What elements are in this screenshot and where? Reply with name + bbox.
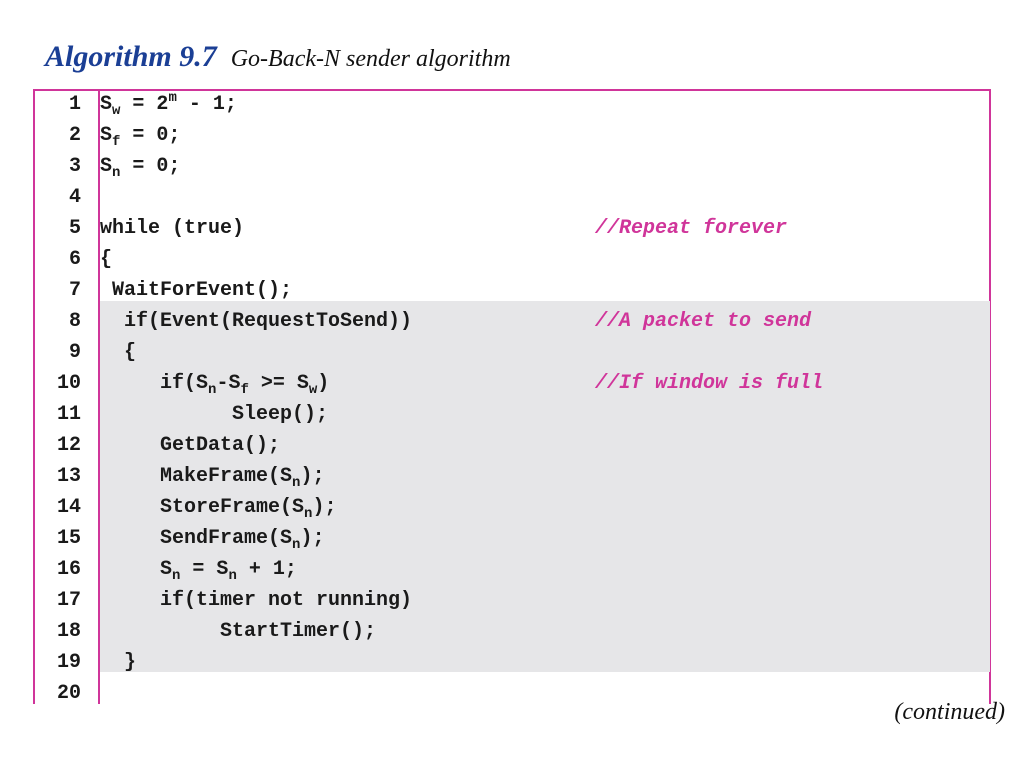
code-line: 7 WaitForEvent(); bbox=[35, 275, 990, 306]
line-number: 9 bbox=[68, 341, 81, 364]
code-line: 16 Sn = Sn + 1; bbox=[35, 554, 990, 585]
line-number: 6 bbox=[68, 248, 81, 271]
code-line: 4 bbox=[35, 182, 990, 213]
code-text: if(Event(RequestToSend)) bbox=[100, 310, 413, 333]
code-line: 17 if(timer not running) bbox=[35, 585, 990, 616]
code-line: 6{ bbox=[35, 244, 990, 275]
code-text: SendFrame(Sn); bbox=[100, 527, 325, 553]
line-number: 3 bbox=[68, 155, 81, 178]
code-text: { bbox=[100, 341, 137, 364]
line-number: 16 bbox=[56, 558, 81, 581]
line-number: 10 bbox=[56, 372, 81, 395]
line-number: 14 bbox=[56, 496, 81, 519]
line-number: 1 bbox=[68, 93, 81, 116]
algorithm-number: Algorithm 9.7 bbox=[45, 40, 217, 73]
code-text: if(timer not running) bbox=[100, 589, 413, 612]
code-text: if(Sn-Sf >= Sw) bbox=[100, 372, 330, 398]
code-text: GetData(); bbox=[100, 434, 281, 457]
code-text: StoreFrame(Sn); bbox=[100, 496, 337, 522]
line-number: 5 bbox=[68, 217, 81, 240]
code-comment: //If window is full bbox=[595, 372, 824, 395]
line-number: 4 bbox=[68, 186, 81, 209]
line-number: 8 bbox=[68, 310, 81, 333]
line-number: 18 bbox=[56, 620, 81, 643]
code-line: 9 { bbox=[35, 337, 990, 368]
line-number: 17 bbox=[56, 589, 81, 612]
code-line: 3 Sn = 0; bbox=[35, 151, 990, 182]
code-text: StartTimer(); bbox=[100, 620, 377, 643]
code-text: Sleep(); bbox=[100, 403, 329, 426]
line-number: 12 bbox=[56, 434, 81, 457]
code-line: 1 Sw = 2m - 1; bbox=[35, 89, 990, 120]
code-line: 11 Sleep(); bbox=[35, 399, 990, 430]
code-line: 5 while (true) //Repeat forever bbox=[35, 213, 990, 244]
algorithm-caption: Algorithm 9.7 Go-Back-N sender algorithm bbox=[45, 40, 511, 80]
code-text: } bbox=[100, 651, 137, 674]
line-number: 15 bbox=[56, 527, 81, 550]
code-text: Sw = 2m - 1; bbox=[100, 90, 237, 119]
code-text: Sn = Sn + 1; bbox=[100, 558, 297, 584]
code-line: 8 if(Event(RequestToSend)) //A packet to … bbox=[35, 306, 990, 337]
code-text: WaitForEvent(); bbox=[100, 279, 293, 302]
code-text: Sn = 0; bbox=[100, 155, 181, 181]
code-line: 20 bbox=[35, 678, 990, 709]
code-line: 10 if(Sn-Sf >= Sw) //If window is full bbox=[35, 368, 990, 399]
code-text: { bbox=[100, 248, 113, 271]
line-number: 2 bbox=[68, 124, 81, 147]
line-number: 7 bbox=[68, 279, 81, 302]
continued-note: (continued) bbox=[894, 699, 1005, 725]
highlighted-block bbox=[100, 301, 990, 672]
code-text: MakeFrame(Sn); bbox=[100, 465, 325, 491]
code-line: 19 } bbox=[35, 647, 990, 678]
code-line: 13 MakeFrame(Sn); bbox=[35, 461, 990, 492]
line-number: 20 bbox=[56, 682, 81, 705]
code-line: 12 GetData(); bbox=[35, 430, 990, 461]
code-comment: //Repeat forever bbox=[595, 217, 788, 240]
code-comment: //A packet to send bbox=[595, 310, 812, 333]
code-line: 18 StartTimer(); bbox=[35, 616, 990, 647]
line-number-divider bbox=[98, 89, 100, 704]
line-number: 11 bbox=[56, 403, 81, 426]
code-line: 15 SendFrame(Sn); bbox=[35, 523, 990, 554]
line-number: 13 bbox=[56, 465, 81, 488]
line-number: 19 bbox=[56, 651, 81, 674]
code-line: 14 StoreFrame(Sn); bbox=[35, 492, 990, 523]
code-text: while (true) bbox=[100, 217, 245, 240]
code-text: Sf = 0; bbox=[100, 124, 181, 150]
code-line: 2 Sf = 0; bbox=[35, 120, 990, 151]
algorithm-title: Go-Back-N sender algorithm bbox=[230, 46, 511, 72]
